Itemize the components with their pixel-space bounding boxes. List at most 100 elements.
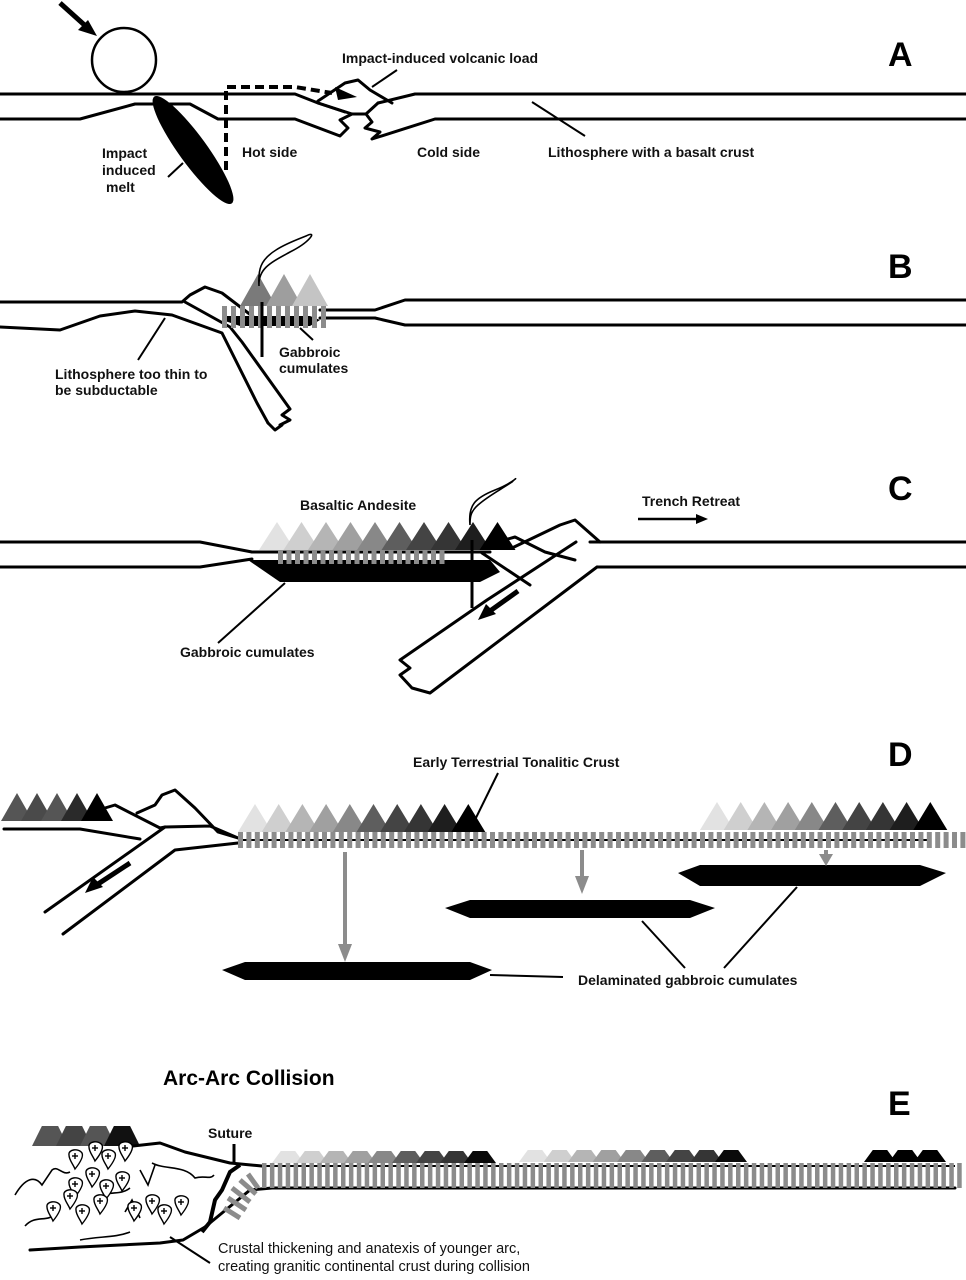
leader-thin-lithosphere bbox=[137, 317, 166, 361]
dike-bar bbox=[925, 1163, 931, 1188]
dike-bar bbox=[784, 832, 789, 848]
impact-melt-body bbox=[152, 95, 234, 205]
dike-bar bbox=[548, 832, 554, 848]
volcano-cone bbox=[266, 274, 302, 306]
volcano-cone bbox=[381, 522, 418, 550]
label-thin-2: be subductable bbox=[55, 382, 158, 398]
dike-bar bbox=[431, 832, 437, 848]
dike-bar bbox=[372, 1163, 378, 1188]
dike-bar bbox=[649, 1163, 654, 1188]
dike-bar bbox=[540, 832, 546, 848]
dike-bar bbox=[439, 548, 445, 564]
volcano-cone bbox=[464, 1151, 496, 1163]
dike-bar bbox=[483, 1163, 488, 1188]
dike-bar bbox=[397, 832, 403, 848]
eruption-plume-b bbox=[257, 233, 313, 287]
pluton-outline bbox=[157, 1204, 173, 1226]
dike-bar bbox=[791, 1163, 796, 1188]
panel-a: A Impact-induced volcanic load Impact in… bbox=[0, 1, 966, 205]
dike-bar bbox=[322, 832, 327, 848]
dike-bar bbox=[750, 832, 756, 848]
dike-bar bbox=[933, 1163, 938, 1188]
volcano-cone bbox=[240, 274, 276, 306]
dike-bar bbox=[295, 548, 300, 564]
dike-bar bbox=[767, 832, 773, 848]
volcano-cone bbox=[451, 804, 486, 832]
volcano-cone bbox=[272, 1151, 304, 1163]
dike-bar bbox=[862, 1163, 867, 1188]
dike-bar bbox=[593, 1163, 599, 1188]
dike-bar bbox=[876, 832, 882, 848]
pluton-icon bbox=[118, 1141, 134, 1163]
lithosphere-a-bottom bbox=[0, 102, 966, 141]
dike-bar bbox=[712, 1163, 717, 1188]
pluton-icon bbox=[93, 1194, 109, 1216]
dike-bar bbox=[641, 1163, 646, 1188]
pluton-icon bbox=[99, 1179, 115, 1201]
dike-bar bbox=[960, 832, 966, 848]
dike-bar bbox=[949, 1163, 954, 1188]
label-gabbro-b-1: Gabbroic bbox=[279, 344, 341, 360]
slab-break-left bbox=[316, 101, 380, 116]
dike-bar bbox=[532, 832, 537, 848]
dike-comb-d bbox=[238, 832, 966, 848]
dike-bar bbox=[338, 832, 344, 848]
dike-bar bbox=[578, 1163, 583, 1188]
delamination-arrow-3-icon bbox=[819, 850, 833, 866]
delaminated-block-1 bbox=[222, 962, 492, 980]
dike-bar bbox=[499, 1163, 504, 1188]
dike-bar bbox=[317, 1163, 322, 1188]
pluton-outline bbox=[127, 1201, 143, 1223]
volcano-cone bbox=[617, 1150, 649, 1162]
dike-bar bbox=[783, 1163, 788, 1188]
volcano-cone bbox=[392, 1151, 424, 1163]
pluton-outline bbox=[145, 1194, 161, 1216]
dike-bar bbox=[733, 832, 739, 848]
dike-bar bbox=[346, 548, 351, 564]
volcano-cone bbox=[771, 802, 806, 830]
dike-bar bbox=[854, 1163, 859, 1188]
leader-gabbro-b bbox=[299, 327, 314, 341]
dike-bar bbox=[792, 832, 798, 848]
dike-bar bbox=[422, 832, 428, 848]
dike-bar bbox=[696, 1163, 701, 1188]
dike-bar bbox=[884, 832, 890, 848]
impact-arrow-icon bbox=[58, 1, 97, 36]
dike-bar bbox=[957, 1163, 962, 1188]
lithosphere-b-right bbox=[318, 298, 966, 327]
dike-bar bbox=[277, 1163, 283, 1188]
label-suture: Suture bbox=[208, 1125, 253, 1141]
dike-comb-c bbox=[278, 548, 445, 564]
dike-bar bbox=[582, 832, 588, 848]
dike-bar bbox=[506, 832, 512, 848]
volcano-cone bbox=[543, 1150, 576, 1162]
dike-bar bbox=[901, 832, 907, 848]
slab-d bbox=[43, 825, 240, 936]
suture-boundary-e bbox=[200, 1163, 242, 1234]
dike-bar bbox=[330, 832, 336, 848]
label-thin-1: Lithosphere too thin to bbox=[55, 366, 207, 382]
dike-bar bbox=[834, 832, 840, 848]
dike-bar bbox=[799, 1163, 804, 1188]
volcano-cone bbox=[690, 1150, 723, 1162]
pluton-outline bbox=[99, 1179, 115, 1201]
delaminated-block-2 bbox=[445, 900, 715, 918]
dike-bar bbox=[231, 306, 236, 328]
dike-bar bbox=[405, 548, 411, 564]
volcano-cone bbox=[285, 804, 320, 832]
dike-bar bbox=[388, 1163, 393, 1188]
label-hot-side: Hot side bbox=[242, 144, 297, 160]
label-basaltic-andesite: Basaltic Andesite bbox=[300, 497, 416, 513]
dike-bar bbox=[329, 548, 334, 564]
dike-bar bbox=[309, 1163, 314, 1188]
panel-c: C Basaltic Andesite Trench Retreat Gabbr… bbox=[0, 470, 966, 695]
dike-bar bbox=[909, 1163, 915, 1188]
volcano-cone bbox=[309, 804, 344, 832]
volcano-cone bbox=[320, 1151, 352, 1163]
dike-bar bbox=[238, 832, 243, 848]
dike-bar bbox=[616, 832, 621, 848]
dike-bar bbox=[406, 832, 411, 848]
dike-bar bbox=[658, 832, 663, 848]
dike-bar bbox=[380, 1163, 385, 1188]
dike-bar bbox=[263, 832, 269, 848]
